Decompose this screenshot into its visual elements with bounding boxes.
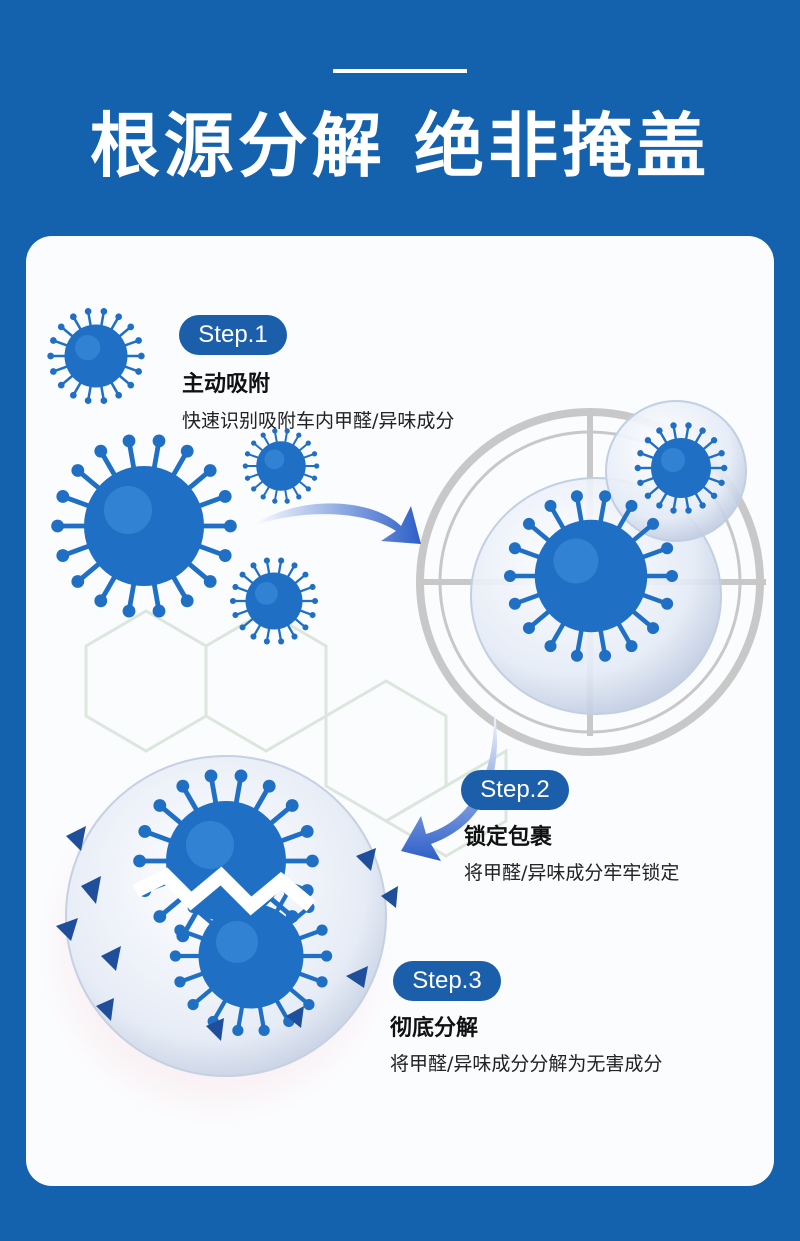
- virus-icon: [229, 557, 319, 645]
- step-1-badge: Step.1: [179, 315, 287, 355]
- process-illustration: [36, 307, 766, 1126]
- virus-icon: [51, 434, 237, 618]
- virus-icon: [242, 428, 320, 504]
- fragments-icon: [56, 826, 398, 1041]
- step-3-desc: 将甲醛/异味成分分解为无害成分: [390, 1053, 663, 1075]
- step-1-desc: 快速识别吸附车内甲醛/异味成分: [182, 410, 455, 432]
- header-divider: [333, 69, 467, 73]
- virus-icon: [634, 422, 728, 514]
- virus-icon: [504, 490, 678, 662]
- step-2-desc: 将甲醛/异味成分牢牢锁定: [464, 862, 680, 884]
- page-title: 根源分解 绝非掩盖: [89, 105, 711, 187]
- step-3-badge: Step.3: [393, 961, 501, 1001]
- step-2-badge: Step.2: [461, 770, 569, 810]
- arrow-right-icon: [251, 503, 421, 544]
- crack-icon: [132, 866, 316, 916]
- step-3-title: 彻底分解: [390, 1016, 479, 1041]
- step-1-title: 主动吸附: [182, 372, 271, 397]
- virus-icon: [47, 307, 145, 405]
- step-2-title: 锁定包裹: [464, 825, 553, 850]
- arrow-down-icon: [401, 706, 497, 861]
- process-card: Step.1 主动吸附 快速识别吸附车内甲醛/异味成分 Step.2 锁定包裹 …: [26, 236, 774, 1186]
